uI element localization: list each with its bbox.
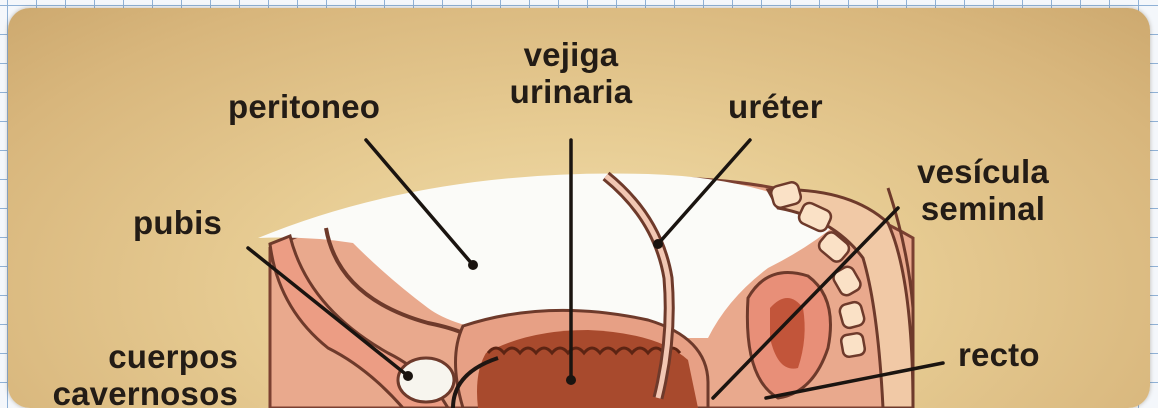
label-vesicula-seminal: vesícula seminal [903, 153, 1063, 227]
dot-ureter [653, 239, 663, 249]
label-vesicula-line1: vesícula [903, 153, 1063, 190]
dot-peritoneo [468, 260, 478, 270]
label-vejiga-urinaria: vejiga urinaria [498, 36, 644, 110]
label-peritoneo: peritoneo [228, 88, 380, 125]
label-vejiga-line2: urinaria [498, 73, 644, 110]
label-ureter: uréter [728, 88, 823, 125]
label-vejiga-line1: vejiga [498, 36, 644, 73]
label-cuerpos-line2: cavernosos [8, 375, 238, 408]
diagram-card: peritoneo vejiga urinaria uréter vesícul… [8, 8, 1150, 408]
dot-pubis [403, 371, 413, 381]
label-cuerpos-line1: cuerpos [8, 338, 238, 375]
label-vesicula-line2: seminal [903, 190, 1063, 227]
label-pubis: pubis [133, 204, 222, 241]
label-cuerpos-cavernosos: cuerpos cavernosos [8, 338, 238, 408]
label-recto: recto [958, 336, 1040, 373]
dot-vejiga [566, 375, 576, 385]
